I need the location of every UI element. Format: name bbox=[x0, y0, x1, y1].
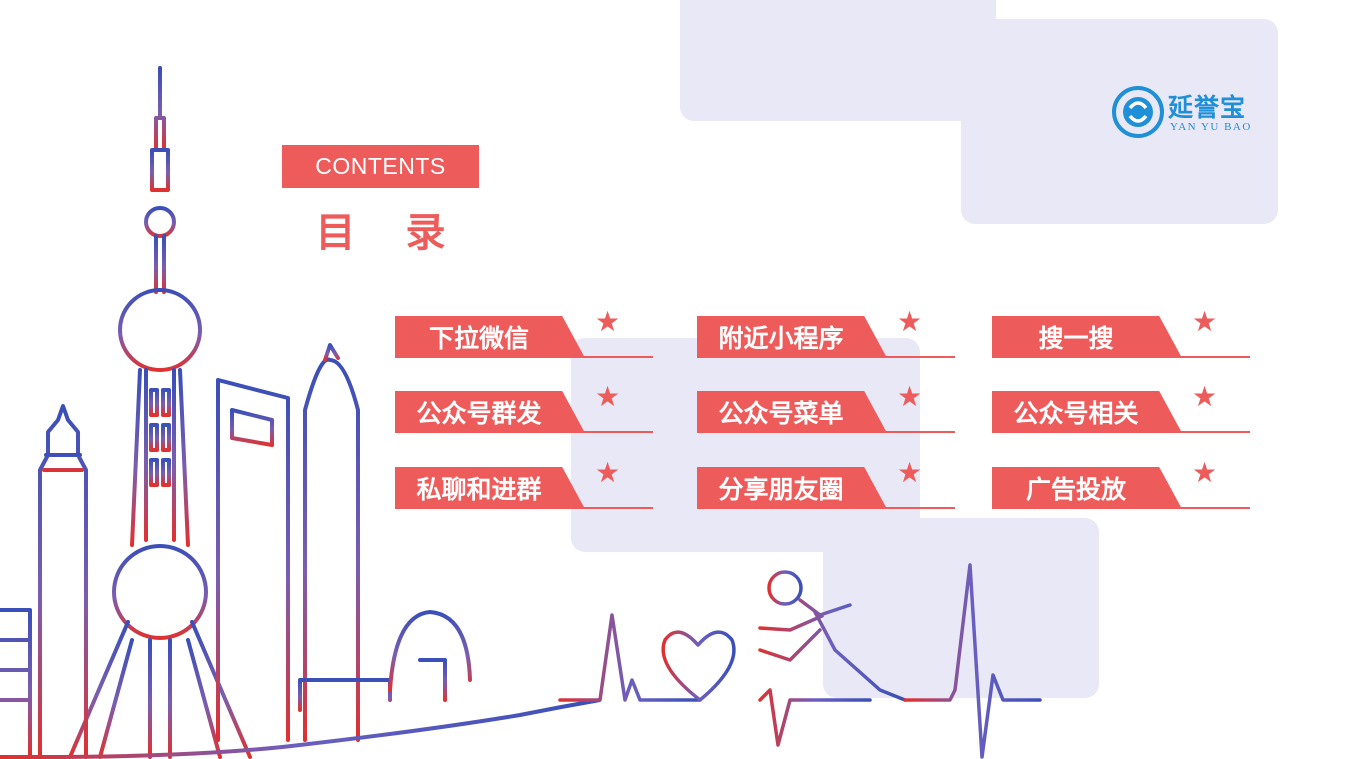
menu-underline bbox=[883, 356, 955, 358]
menu-item-label: 私聊和进群 bbox=[416, 475, 542, 504]
menu-banner bbox=[395, 467, 585, 509]
menu-banner bbox=[697, 316, 887, 358]
menu-banner bbox=[992, 316, 1182, 358]
background-card-logo bbox=[961, 19, 1278, 224]
menu-banner bbox=[697, 391, 887, 433]
background-card-middle bbox=[571, 338, 920, 552]
background-card-top bbox=[680, 0, 996, 121]
contents-tag: CONTENTS bbox=[282, 145, 479, 188]
menu-item-share-moments[interactable]: 分享朋友圈 ★ bbox=[697, 456, 959, 511]
star-icon: ★ bbox=[897, 380, 923, 413]
menu-underline bbox=[581, 356, 653, 358]
menu-item-official-account-related[interactable]: 公众号相关 ★ bbox=[992, 380, 1254, 435]
menu-item-official-account-broadcast[interactable]: 公众号群发 ★ bbox=[395, 380, 657, 435]
menu-item-search[interactable]: 搜一搜 ★ bbox=[992, 305, 1254, 360]
background-card-bottom bbox=[823, 518, 1099, 698]
menu-item-label: 分享朋友圈 bbox=[718, 475, 844, 504]
menu-item-label: 搜一搜 bbox=[1038, 324, 1114, 353]
menu-item-label: 公众号群发 bbox=[416, 399, 542, 428]
menu-item-label: 公众号相关 bbox=[1013, 399, 1139, 428]
menu-item-private-chat-and-groups[interactable]: 私聊和进群 ★ bbox=[395, 456, 657, 511]
menu-banner bbox=[992, 391, 1182, 433]
star-icon: ★ bbox=[595, 305, 621, 338]
menu-banner bbox=[697, 467, 887, 509]
menu-item-label: 公众号菜单 bbox=[718, 399, 844, 428]
menu-underline bbox=[883, 507, 955, 509]
star-icon: ★ bbox=[897, 456, 923, 489]
menu-underline bbox=[1178, 356, 1250, 358]
menu-item-advertising[interactable]: 广告投放 ★ bbox=[992, 456, 1254, 511]
star-icon: ★ bbox=[1192, 305, 1218, 338]
star-icon: ★ bbox=[595, 456, 621, 489]
menu-item-pull-down-wechat[interactable]: 下拉微信 ★ bbox=[395, 305, 657, 360]
menu-underline bbox=[581, 431, 653, 433]
menu-item-official-account-menu[interactable]: 公众号菜单 ★ bbox=[697, 380, 959, 435]
menu-underline bbox=[1178, 431, 1250, 433]
logo-name-en: YAN YU BAO bbox=[1170, 121, 1252, 133]
menu-item-label: 下拉微信 bbox=[428, 324, 529, 353]
menu-item-nearby-mini-program[interactable]: 附近小程序 ★ bbox=[697, 305, 959, 360]
menu-banner bbox=[992, 467, 1182, 509]
star-icon: ★ bbox=[1192, 380, 1218, 413]
menu-item-label: 附近小程序 bbox=[718, 324, 844, 353]
star-icon: ★ bbox=[595, 380, 621, 413]
menu-item-label: 广告投放 bbox=[1025, 475, 1126, 504]
yanyubao-logo: 延誉宝 YAN YU BAO bbox=[1112, 86, 1262, 138]
menu-underline bbox=[581, 507, 653, 509]
menu-banner bbox=[395, 391, 585, 433]
logo-mark-icon bbox=[1112, 86, 1164, 138]
logo-name-cn: 延誉宝 bbox=[1168, 93, 1247, 122]
menu-banner bbox=[395, 316, 585, 358]
star-icon: ★ bbox=[1192, 456, 1218, 489]
star-icon: ★ bbox=[897, 305, 923, 338]
menu-underline bbox=[883, 431, 955, 433]
menu-underline bbox=[1178, 507, 1250, 509]
page-title: 目 录 bbox=[315, 210, 464, 256]
